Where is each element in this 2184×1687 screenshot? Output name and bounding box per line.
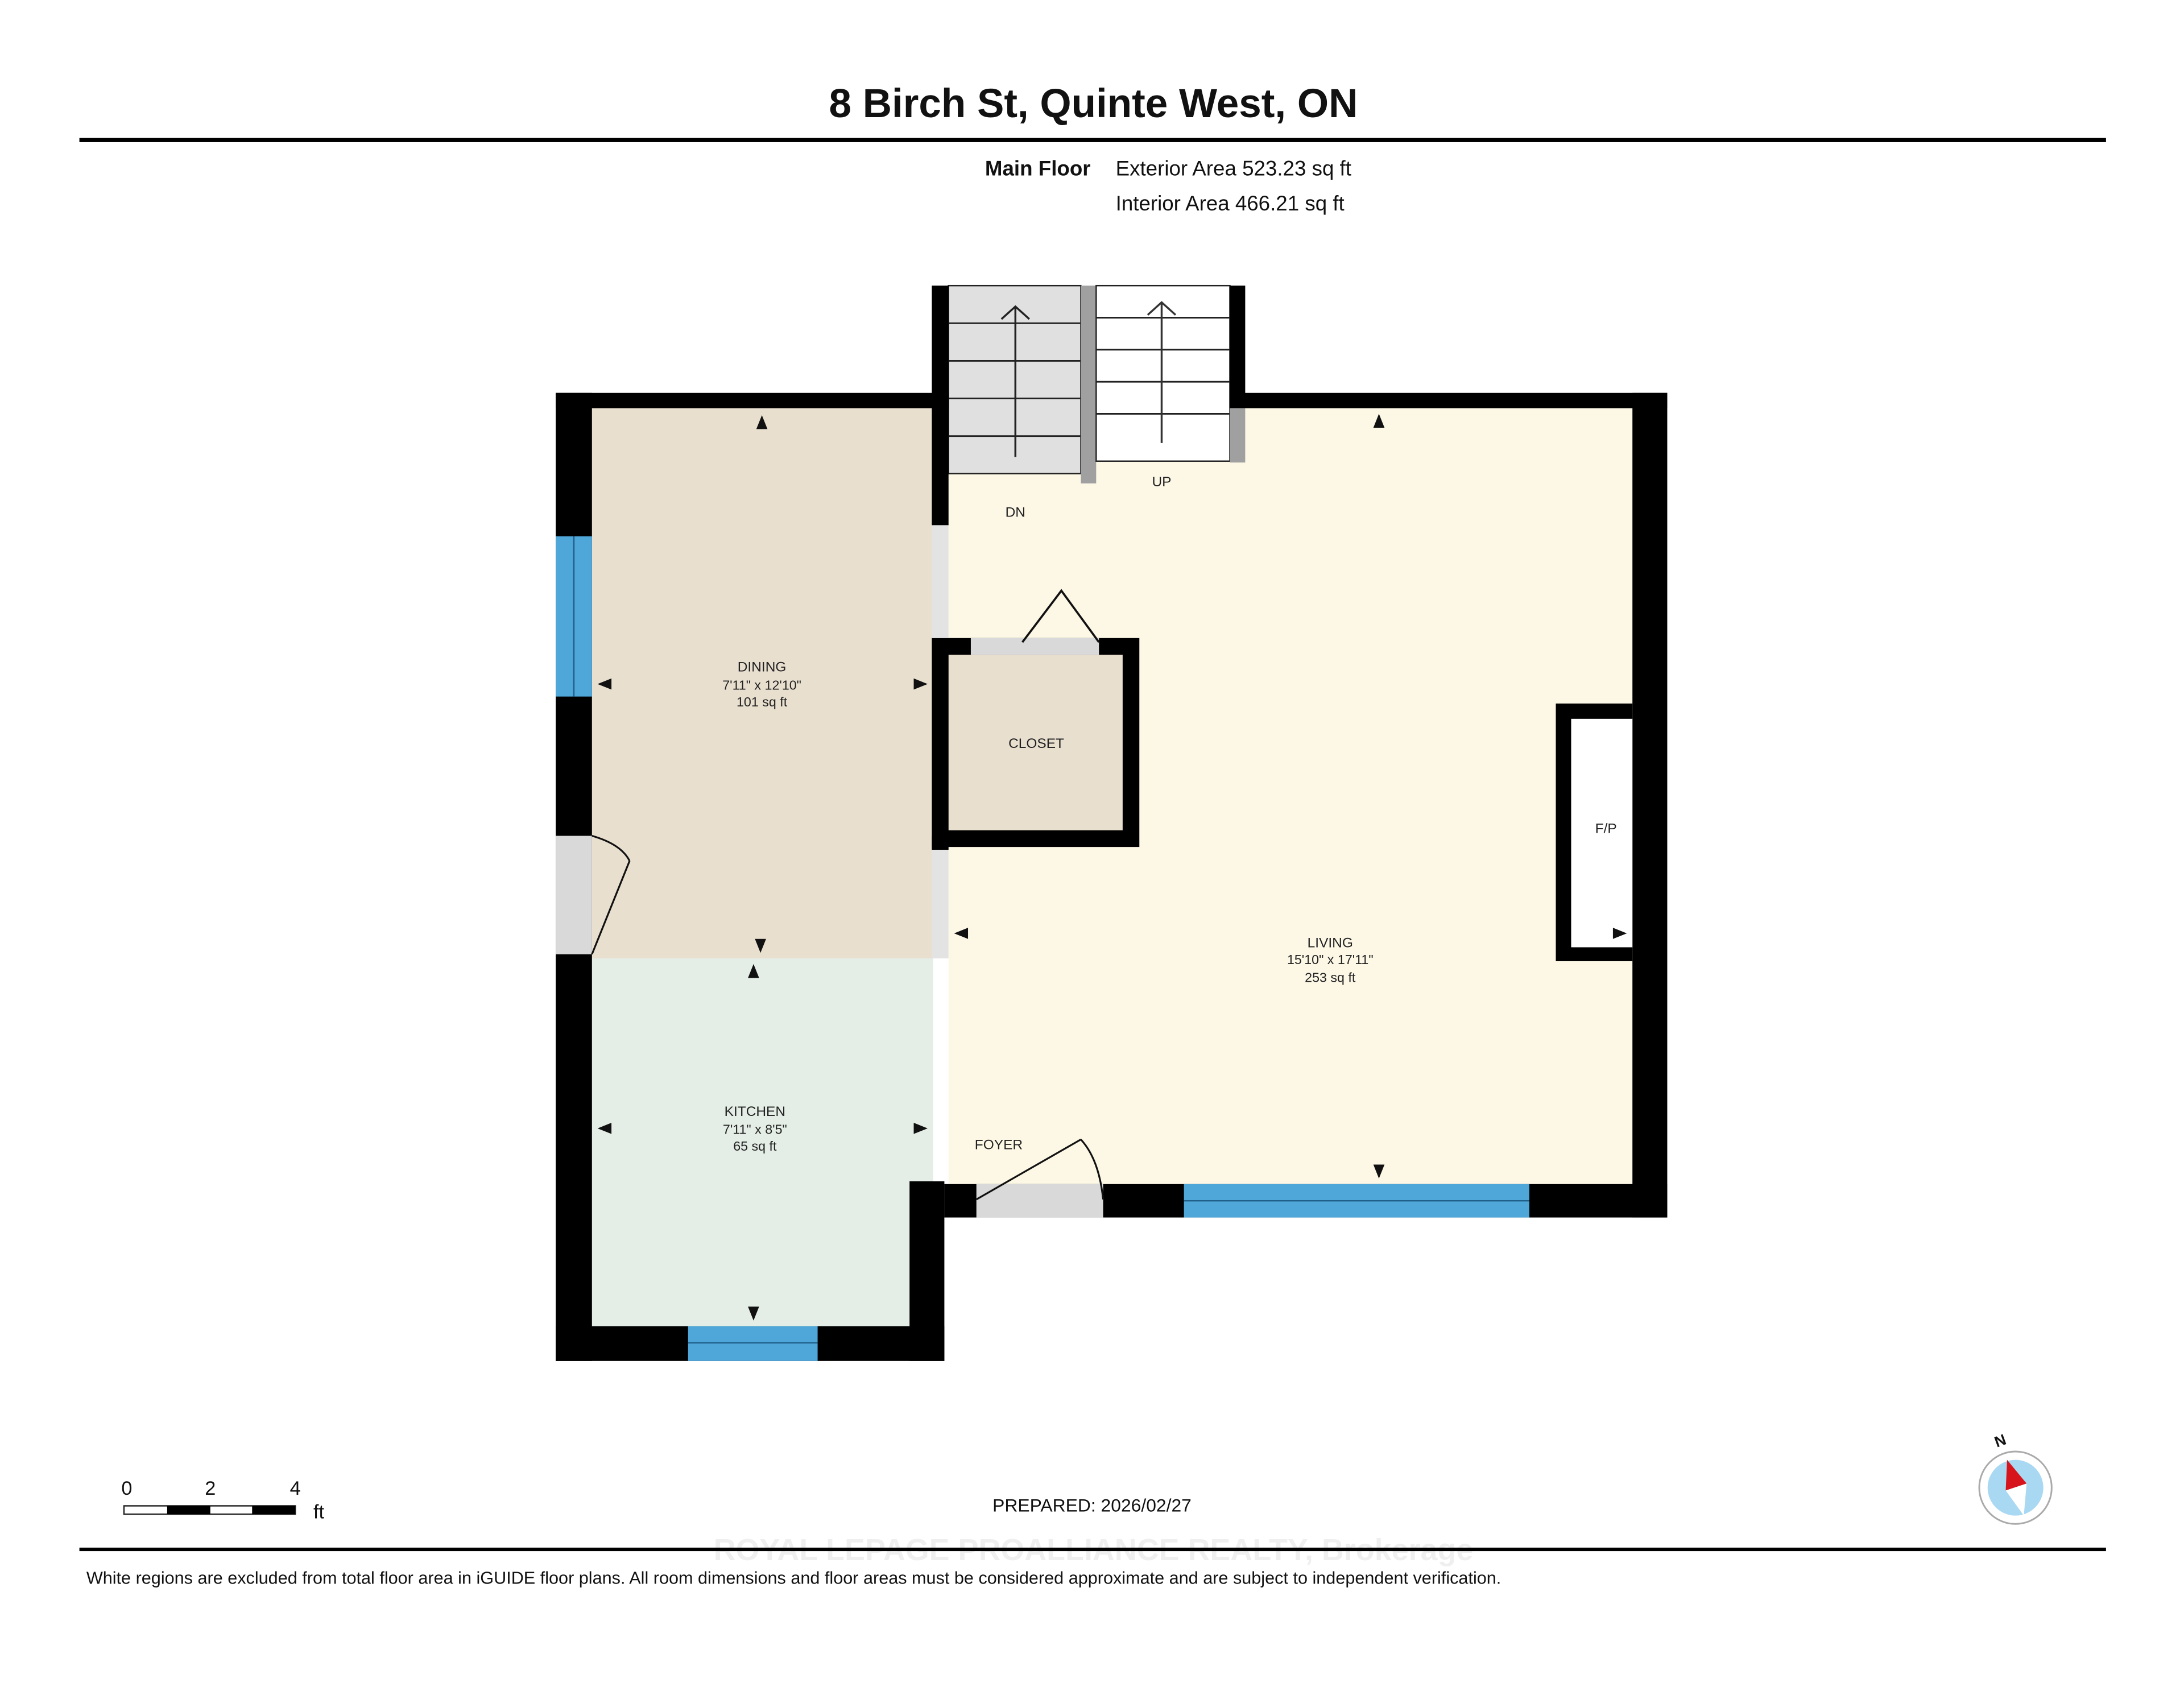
window-living — [1184, 1184, 1529, 1218]
window-dining — [556, 536, 592, 697]
window-kitchen — [688, 1326, 818, 1361]
kitchen-dims: 7'11" x 8'5" — [723, 1122, 787, 1137]
closet-label: CLOSET — [1008, 736, 1064, 751]
floor-name: Main Floor — [985, 157, 1091, 180]
compass-icon: N — [1978, 1431, 2053, 1525]
stairs-down — [948, 284, 1082, 475]
living-area: 253 sq ft — [1305, 970, 1356, 985]
arrow-up-icon — [1000, 305, 1030, 457]
svg-text:4: 4 — [290, 1478, 301, 1499]
fireplace-inner — [1571, 718, 1633, 948]
side-door[interactable] — [556, 836, 592, 954]
arrow-up-icon — [1147, 301, 1177, 443]
exterior-area: Exterior Area 523.23 sq ft — [1116, 157, 1351, 180]
room-closet — [948, 655, 1123, 830]
living-label: LIVING — [1308, 935, 1353, 950]
stairs-up — [1095, 284, 1231, 462]
svg-text:2: 2 — [205, 1478, 216, 1499]
front-door-swing — [975, 1139, 1105, 1201]
kitchen-label: KITCHEN — [725, 1104, 785, 1119]
footer-divider — [79, 1547, 2106, 1552]
closet-door-swing — [1021, 589, 1100, 643]
room-dining — [592, 408, 933, 959]
svg-text:N: N — [1992, 1431, 2009, 1451]
page-title: 8 Birch St, Quinte West, ON — [829, 81, 1358, 126]
foyer-label: FOYER — [975, 1138, 1023, 1153]
dining-area: 101 sq ft — [737, 694, 788, 709]
closet-door[interactable] — [970, 638, 1099, 655]
dining-label: DINING — [738, 660, 787, 675]
stairs-up-label: UP — [1152, 474, 1171, 490]
stairs-down-label: DN — [1006, 505, 1025, 520]
svg-text:0: 0 — [121, 1478, 132, 1499]
side-door-swing — [591, 835, 631, 955]
dining-dims: 7'11" x 12'10" — [722, 677, 801, 692]
svg-text:ft: ft — [313, 1502, 325, 1523]
interior-area: Interior Area 466.21 sq ft — [1116, 192, 1345, 215]
dimension-arrows — [597, 414, 1627, 1321]
scale-bar: 0 2 4 ft — [121, 1478, 324, 1523]
disclaimer: White regions are excluded from total fl… — [86, 1569, 1501, 1588]
opening-dining-living-2 — [932, 850, 949, 959]
front-door[interactable] — [976, 1184, 1103, 1218]
room-kitchen — [592, 958, 933, 1326]
stair-divider — [1081, 286, 1097, 483]
header-divider — [79, 138, 2106, 142]
opening-dining-living — [932, 525, 949, 638]
kitchen-area: 65 sq ft — [733, 1139, 777, 1153]
fireplace-label: F/P — [1595, 821, 1617, 837]
prepared-date: PREPARED: 2026/02/27 — [992, 1495, 1192, 1515]
living-dims: 15'10" x 17'11" — [1287, 952, 1374, 967]
